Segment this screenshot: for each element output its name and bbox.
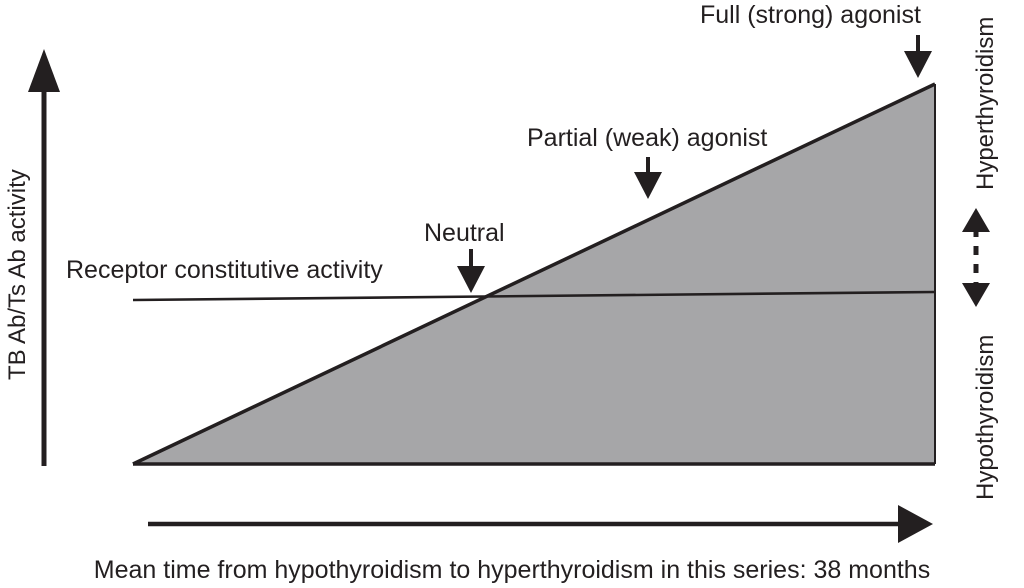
hypothyroidism-label: Hypothyroidism — [972, 335, 999, 500]
neutral-arrowhead-icon — [457, 266, 485, 293]
y-axis — [28, 49, 60, 466]
thyroid-status-axis: Hyperthyroidism Hypothyroidism — [962, 17, 999, 500]
thyroid-status-double-arrow-icon — [962, 208, 990, 307]
receptor-constitutive-activity-line — [132, 290, 936, 302]
partial-agonist-annotation: Partial (weak) agonist — [527, 124, 767, 199]
time-axis-arrow — [148, 505, 933, 543]
full-agonist-annotation: Full (strong) agonist — [700, 1, 932, 78]
double-arrow-down-head-icon — [962, 283, 990, 307]
agonist-activity-area — [132, 82, 936, 466]
neutral-label: Neutral — [424, 219, 505, 247]
hyperthyroidism-label: Hyperthyroidism — [972, 17, 999, 190]
full-agonist-arrowhead-icon — [904, 51, 932, 78]
partial-agonist-arrowhead-icon — [634, 172, 662, 199]
receptor-constitutive-activity-label: Receptor constitutive activity — [66, 256, 383, 284]
full-agonist-label: Full (strong) agonist — [700, 1, 921, 29]
agonist-activity-line — [132, 82, 936, 466]
double-arrow-up-head-icon — [962, 208, 990, 232]
partial-agonist-label: Partial (weak) agonist — [527, 124, 767, 152]
y-axis-arrowhead-icon — [28, 49, 60, 92]
y-axis-label: TB Ab/Ts Ab activity — [4, 169, 31, 380]
neutral-annotation: Neutral — [424, 219, 505, 293]
time-axis-arrowhead-icon — [898, 505, 933, 543]
figure-caption: Mean time from hypothyroidism to hyperth… — [94, 556, 930, 584]
